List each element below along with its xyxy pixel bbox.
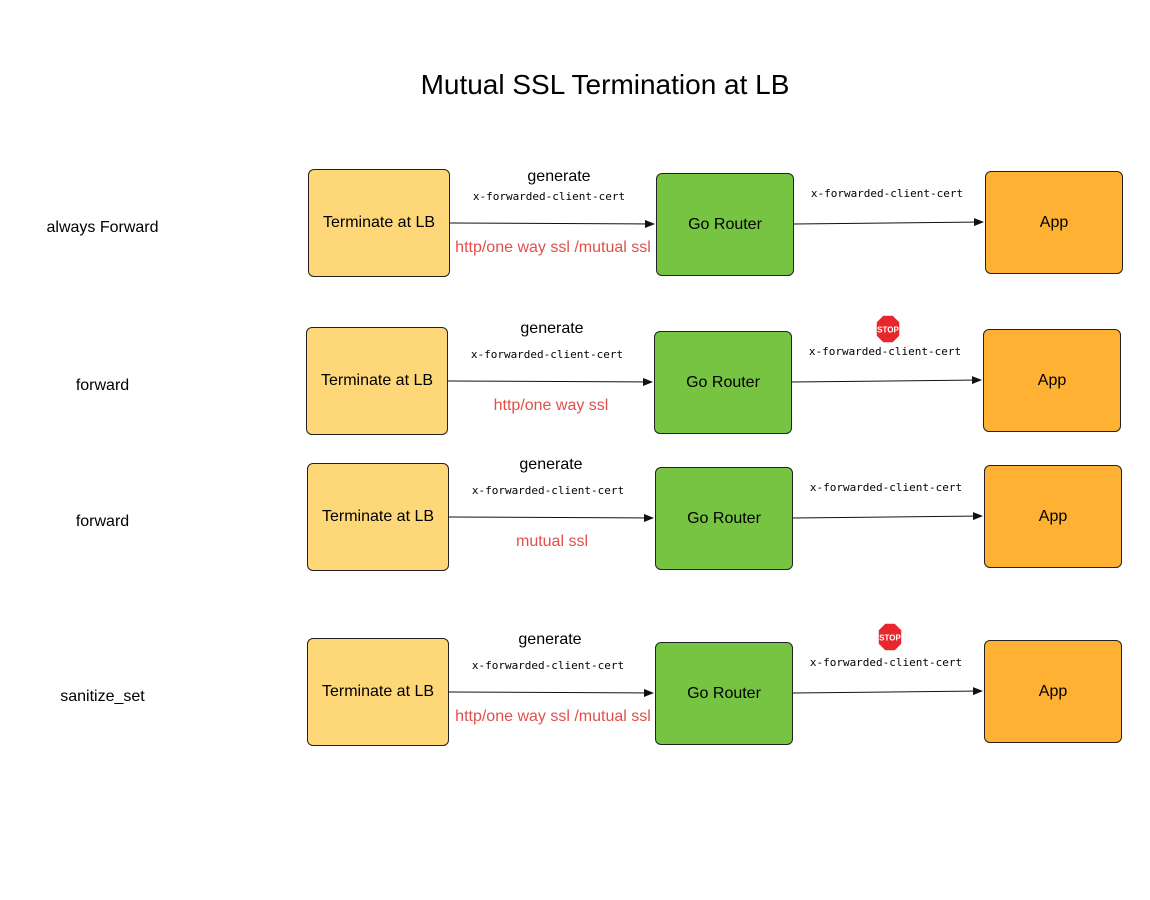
go-router-box: Go Router [655,467,793,570]
header-name-left: x-forwarded-client-cert [471,659,625,672]
generate-label: generate [519,456,583,473]
arrow-router-to-app [791,376,982,385]
arrow-lb-to-router [448,688,654,697]
arrow-router-to-app [792,687,983,696]
generate-label: generate [520,320,584,337]
header-name-right: x-forwarded-client-cert [809,656,963,669]
header-name-left: x-forwarded-client-cert [471,484,625,497]
flow-row-always-forward: always Forward Terminate at LB generate … [0,0,1150,277]
app-box: App [983,329,1121,432]
arrow-router-to-app [792,512,983,521]
row-label: sanitize_set [60,688,145,705]
stop-sign-icon: STOP [877,622,903,652]
flow-row-forward-one-way: forward Terminate at LB generate x-forwa… [0,0,1150,435]
app-box: App [985,171,1123,274]
ssl-mode-label: mutual ssl [515,533,589,550]
ssl-mode-label: http/one way ssl [493,397,609,414]
arrow-lb-to-router [448,513,654,522]
ssl-mode-label: http/one way ssl /mutual ssl [455,239,651,256]
flow-row-sanitize-set: sanitize_set Terminate at LB generate x-… [0,0,1150,746]
go-router-box: Go Router [655,642,793,745]
go-router-box: Go Router [654,331,792,434]
row-label: forward [75,513,130,530]
arrow-router-to-app [793,218,984,227]
generate-label: generate [527,168,591,185]
header-name-right: x-forwarded-client-cert [810,187,964,200]
terminate-at-lb-box: Terminate at LB [306,327,448,435]
ssl-mode-label: http/one way ssl /mutual ssl [455,708,651,725]
header-name-left: x-forwarded-client-cert [470,348,624,361]
generate-label: generate [518,631,582,648]
stop-sign-text: STOP [879,634,901,643]
app-box: App [984,465,1122,568]
terminate-at-lb-box: Terminate at LB [307,638,449,746]
row-label: always Forward [46,219,159,236]
header-name-right: x-forwarded-client-cert [808,345,962,358]
go-router-box: Go Router [656,173,794,276]
flow-row-forward-mutual: forward Terminate at LB generate x-forwa… [0,0,1150,571]
header-name-right: x-forwarded-client-cert [809,481,963,494]
row-label: forward [75,377,130,394]
app-box: App [984,640,1122,743]
terminate-at-lb-box: Terminate at LB [307,463,449,571]
terminate-at-lb-box: Terminate at LB [308,169,450,277]
stop-sign-icon: STOP [875,314,901,344]
stop-sign-text: STOP [877,326,899,335]
arrow-lb-to-router [449,219,655,228]
arrow-lb-to-router [447,377,653,386]
header-name-left: x-forwarded-client-cert [472,190,626,203]
diagram-title: Mutual SSL Termination at LB [420,69,790,100]
